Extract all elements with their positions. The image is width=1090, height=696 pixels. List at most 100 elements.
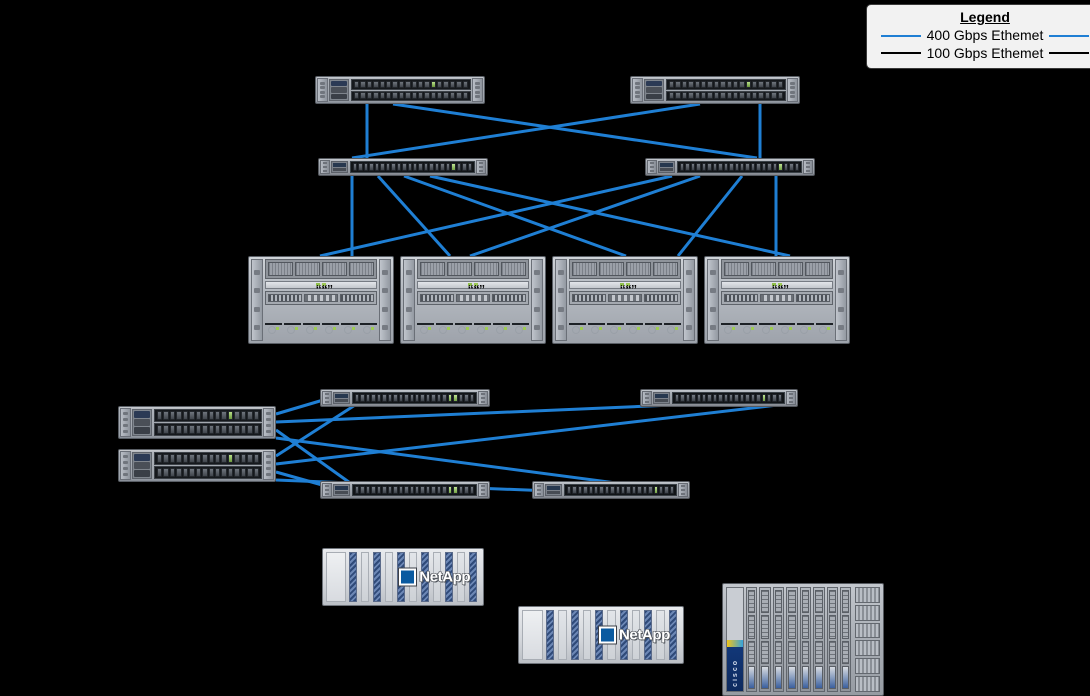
gpu-server-3[interactable] [552,256,698,344]
cisco-brand-panel: cisco [726,587,744,692]
blade-slot [813,587,825,692]
rack-ear-right [478,391,488,405]
rack-ear-right [531,259,543,341]
management-port-group [132,452,152,479]
rack-ear-left [120,451,131,480]
link-leaf-right-to-server-3 [676,175,744,257]
rack-ear-left [320,160,330,174]
link-spine-right-to-leaf-left [351,102,701,160]
legend-entry-100gbps: 100 Gbps Ethemet [877,45,1090,63]
rack-ear-left [707,259,719,341]
blade-slot [786,587,798,692]
port-row [352,392,477,404]
rack-ear-left [120,408,131,437]
management-port-group [545,484,562,496]
legend: Legend 400 Gbps Ethemet 100 Gbps Ethemet [866,4,1090,69]
blade-slot [826,587,838,692]
legend-label-400: 400 Gbps Ethemet [926,27,1044,43]
port-row [672,392,785,404]
power-supply-row [265,307,377,341]
power-supply-row [721,307,833,341]
leaf-to-server-links [319,174,791,258]
legend-line-sample-100 [880,52,921,55]
rack-ear-left [317,78,328,102]
port-panel [666,79,786,101]
server-body [417,259,529,341]
legend-title: Legend [960,9,1010,25]
netapp-array-1[interactable]: NetApp [322,548,484,606]
rack-ear-right [476,160,486,174]
rack-ear-right [786,391,796,405]
port-row [350,161,475,173]
port-panel [154,409,262,436]
port-row-upper [351,79,471,90]
rack-ear-right [683,259,695,341]
rack-ear-right [263,451,274,480]
cisco-modular-chassis[interactable]: cisco [722,583,884,696]
port-row [352,484,477,496]
port-row-lower [154,423,262,436]
netapp-logo: NetApp [598,626,670,644]
management-port-group [333,392,350,404]
gpu-server-2[interactable] [400,256,546,344]
server-body [721,259,833,341]
blade-slot [839,587,852,692]
netapp-logo-mark [399,568,417,586]
port-row-upper [154,409,262,422]
legend-label-100: 100 Gbps Ethemet [926,44,1044,61]
access-switch-bottom-left[interactable] [320,481,490,499]
rack-ear-left [647,160,657,174]
rack-ear-right [478,483,488,497]
management-port-group [644,79,664,101]
cisco-logo-text: cisco [731,659,739,687]
gpu-server-1[interactable] [248,256,394,344]
rack-ear-left [555,259,567,341]
rack-ear-right [379,259,391,341]
rack-ear-right [835,259,847,341]
link-storage-lower-to-access-top-right [275,402,787,466]
gpu-tray [569,259,681,279]
management-port-group [653,392,670,404]
storage-switch-upper-left[interactable] [118,406,276,439]
storage-switch-lower-left[interactable] [118,449,276,482]
port-row-lower [351,90,471,101]
rack-ear-right [803,160,813,174]
spine-switch-left[interactable] [315,76,485,104]
leaf-switch-left[interactable] [318,158,488,176]
gpu-tray [417,259,529,279]
leaf-switch-right[interactable] [645,158,815,176]
port-panel [351,79,471,101]
link-leaf-left-to-server-2 [376,174,452,258]
rack-ear-right [678,483,688,497]
netapp-array-2[interactable]: NetApp [518,606,684,664]
netapp-logo-mark [598,626,616,644]
access-switch-top-left[interactable] [320,389,490,407]
netapp-logo-text: NetApp [419,568,471,586]
io-slot-panel [569,290,681,305]
legend-line-sample-100-right [1049,52,1090,55]
access-switch-bottom-right[interactable] [532,481,690,499]
status-led-bar [721,280,833,289]
spine-switch-right[interactable] [630,76,800,104]
link-leaf-left-to-server-3 [403,174,627,258]
blade-slot [772,587,785,692]
legend-line-sample-400-right [1049,34,1090,37]
io-slot-panel [721,290,833,305]
port-row [564,484,677,496]
gpu-tray [265,259,377,279]
status-led-bar [417,280,529,289]
access-switch-top-right[interactable] [640,389,798,407]
netapp-logo-text: NetApp [618,626,670,644]
blade-slot [799,587,812,692]
spine-to-leaf-links [351,102,762,160]
rack-ear-left [632,78,643,102]
status-led-bar [569,280,681,289]
rack-ear-left [322,391,332,405]
rack-ear-left [534,483,544,497]
port-row-upper [666,79,786,90]
gpu-server-4[interactable] [704,256,850,344]
management-port-group [658,161,675,173]
legend-entry-400gbps: 400 Gbps Ethemet [877,27,1090,45]
management-port-group [329,79,349,101]
status-led-bar [265,280,377,289]
